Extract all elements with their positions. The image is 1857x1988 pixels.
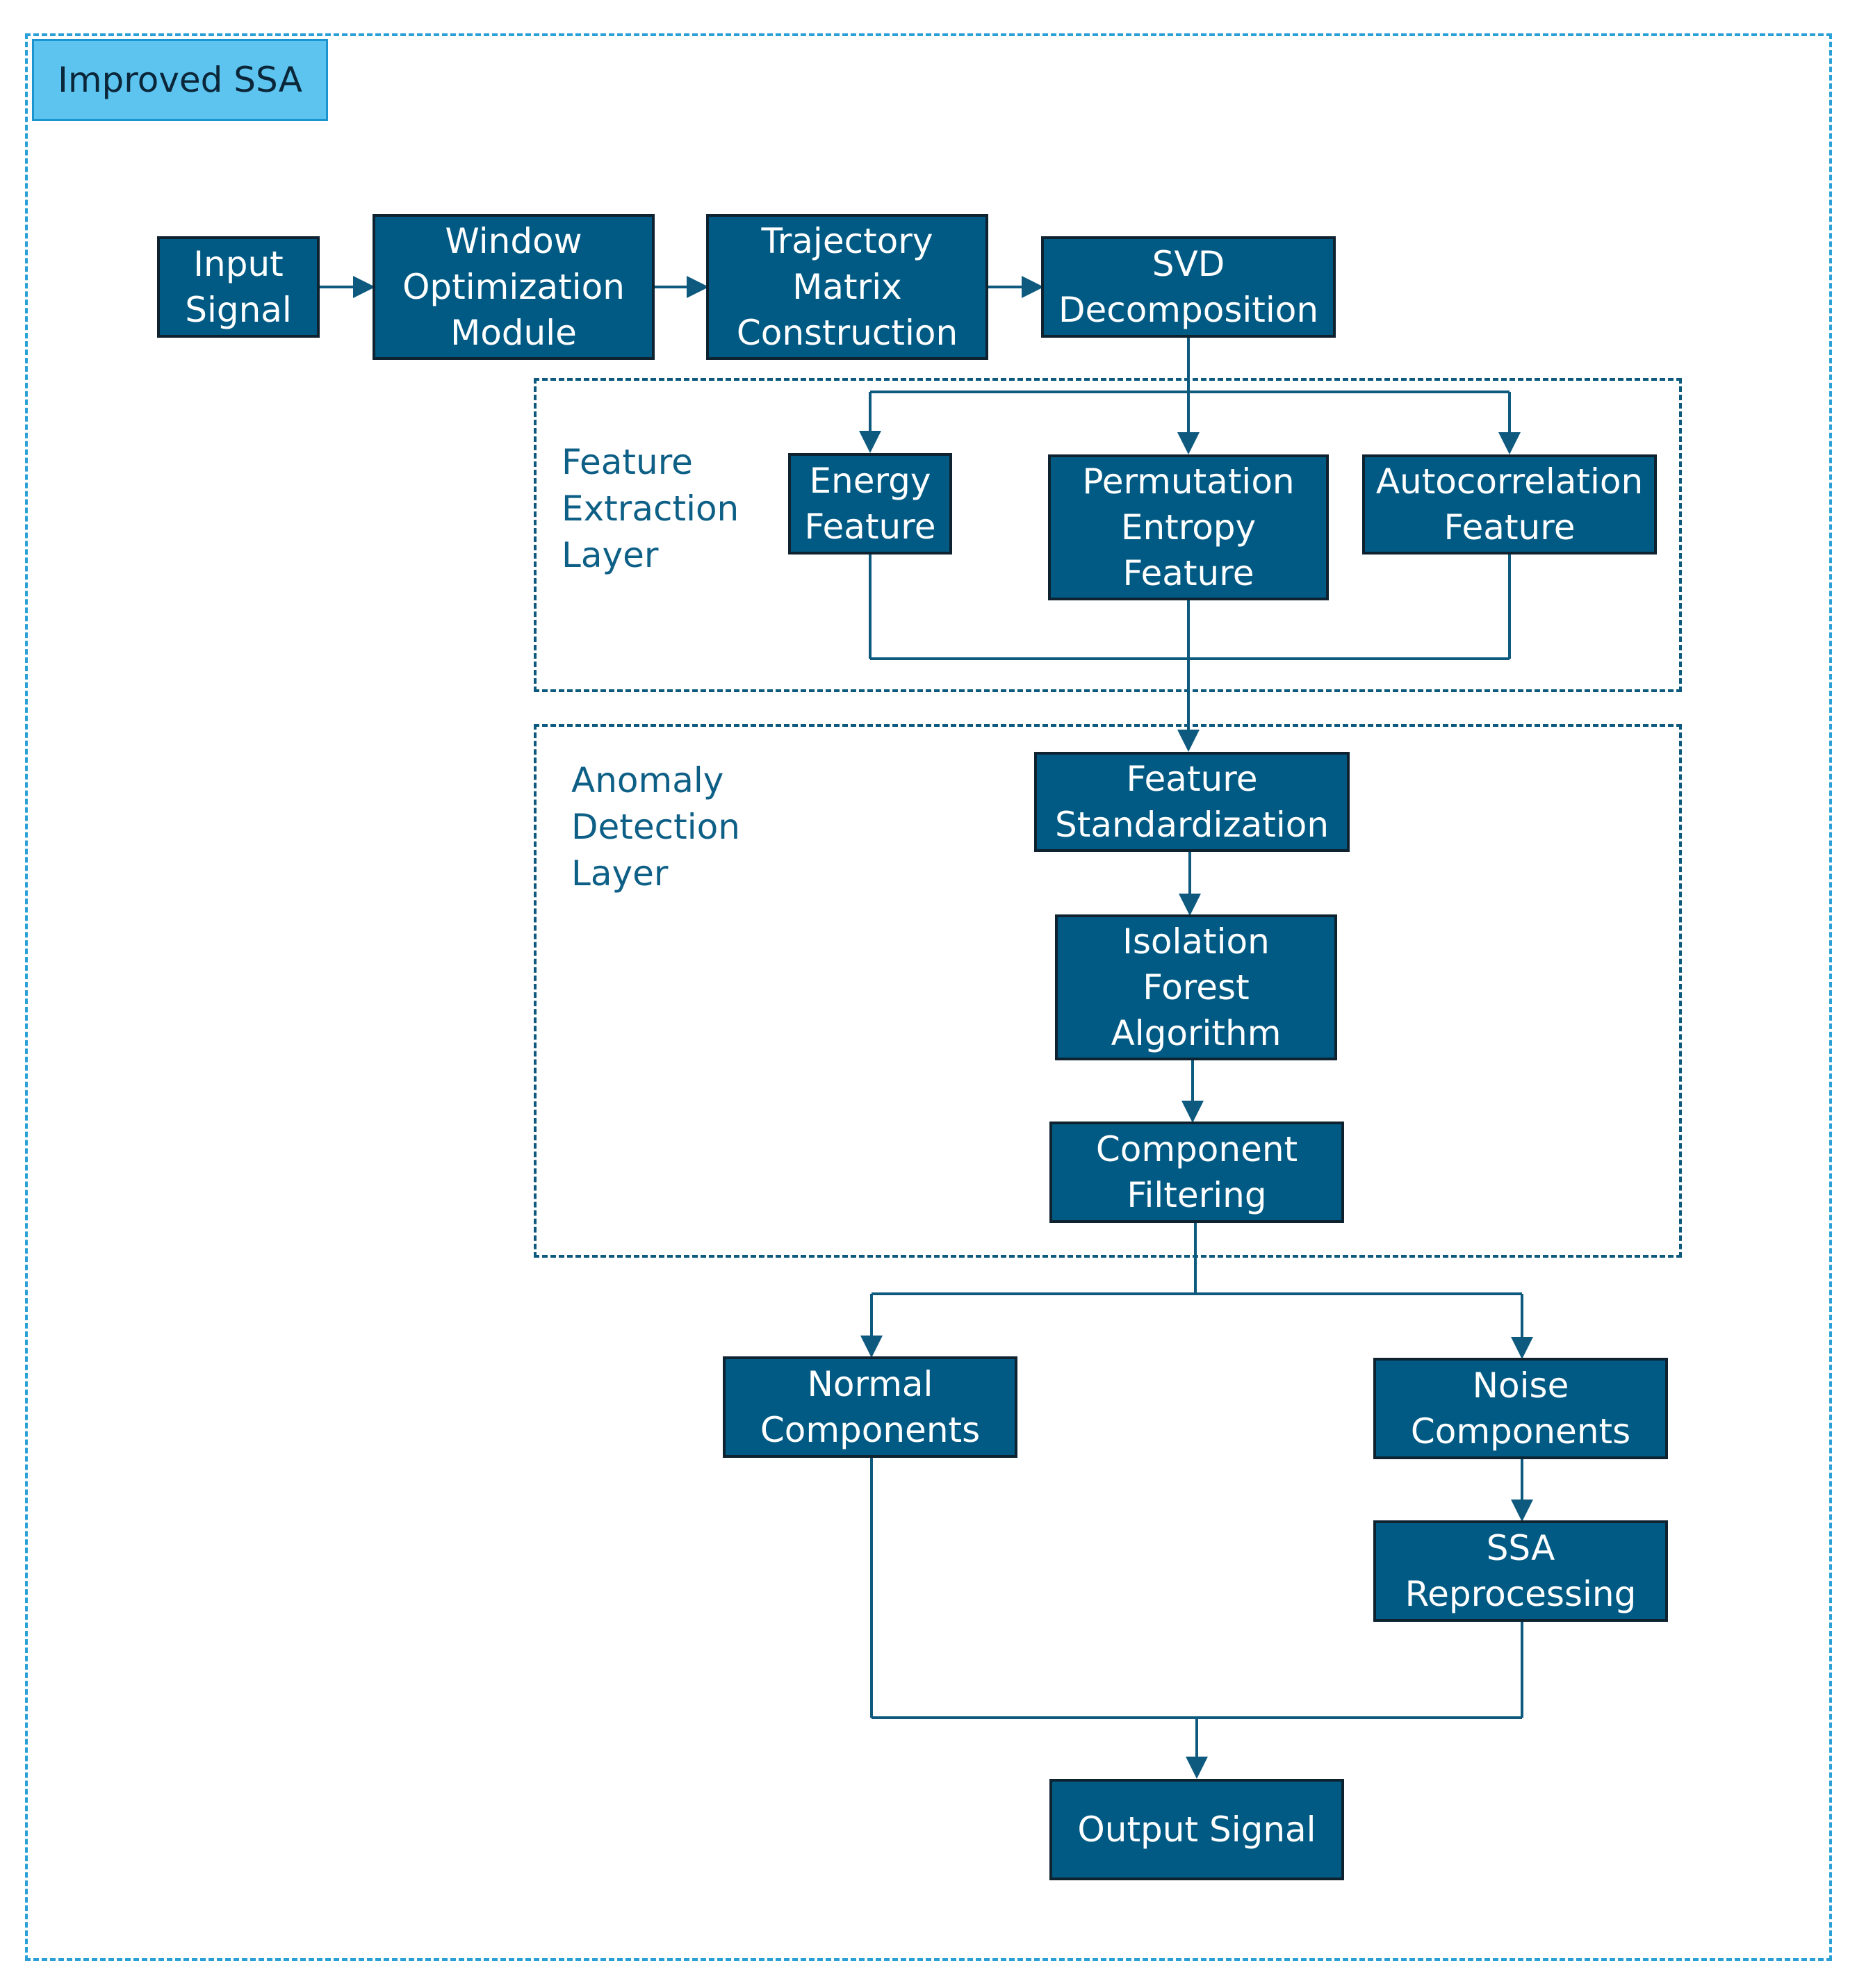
noise-components-box: Noise Components	[1373, 1358, 1668, 1459]
feature-extraction-layer-frame	[534, 378, 1682, 692]
diagram-title: Improved SSA	[32, 39, 328, 121]
component-filtering-box: Component Filtering	[1049, 1122, 1344, 1223]
window-optimization-box: Window Optimization Module	[373, 214, 655, 360]
autocorrelation-feature-box: Autocorrelation Feature	[1362, 454, 1657, 554]
outer-frame	[25, 33, 1832, 1961]
output-signal-box: Output Signal	[1049, 1779, 1344, 1880]
anomaly-detection-layer-label: Anomaly Detection Layer	[571, 760, 740, 894]
normal-components-box: Normal Components	[723, 1356, 1017, 1458]
anomaly-detection-layer-frame	[534, 724, 1682, 1258]
ssa-reprocessing-box: SSA Reprocessing	[1373, 1520, 1668, 1622]
trajectory-matrix-box: Trajectory Matrix Construction	[706, 214, 988, 360]
feature-standardization-box: Feature Standardization	[1034, 752, 1350, 852]
feature-extraction-layer-label: Feature Extraction Layer	[562, 442, 739, 575]
svd-decomposition-box: SVD Decomposition	[1041, 236, 1336, 338]
isolation-forest-box: Isolation Forest Algorithm	[1055, 914, 1337, 1060]
energy-feature-box: Energy Feature	[788, 453, 952, 554]
permutation-entropy-box: Permutation Entropy Feature	[1048, 454, 1329, 600]
input-signal-box: Input Signal	[157, 236, 320, 338]
